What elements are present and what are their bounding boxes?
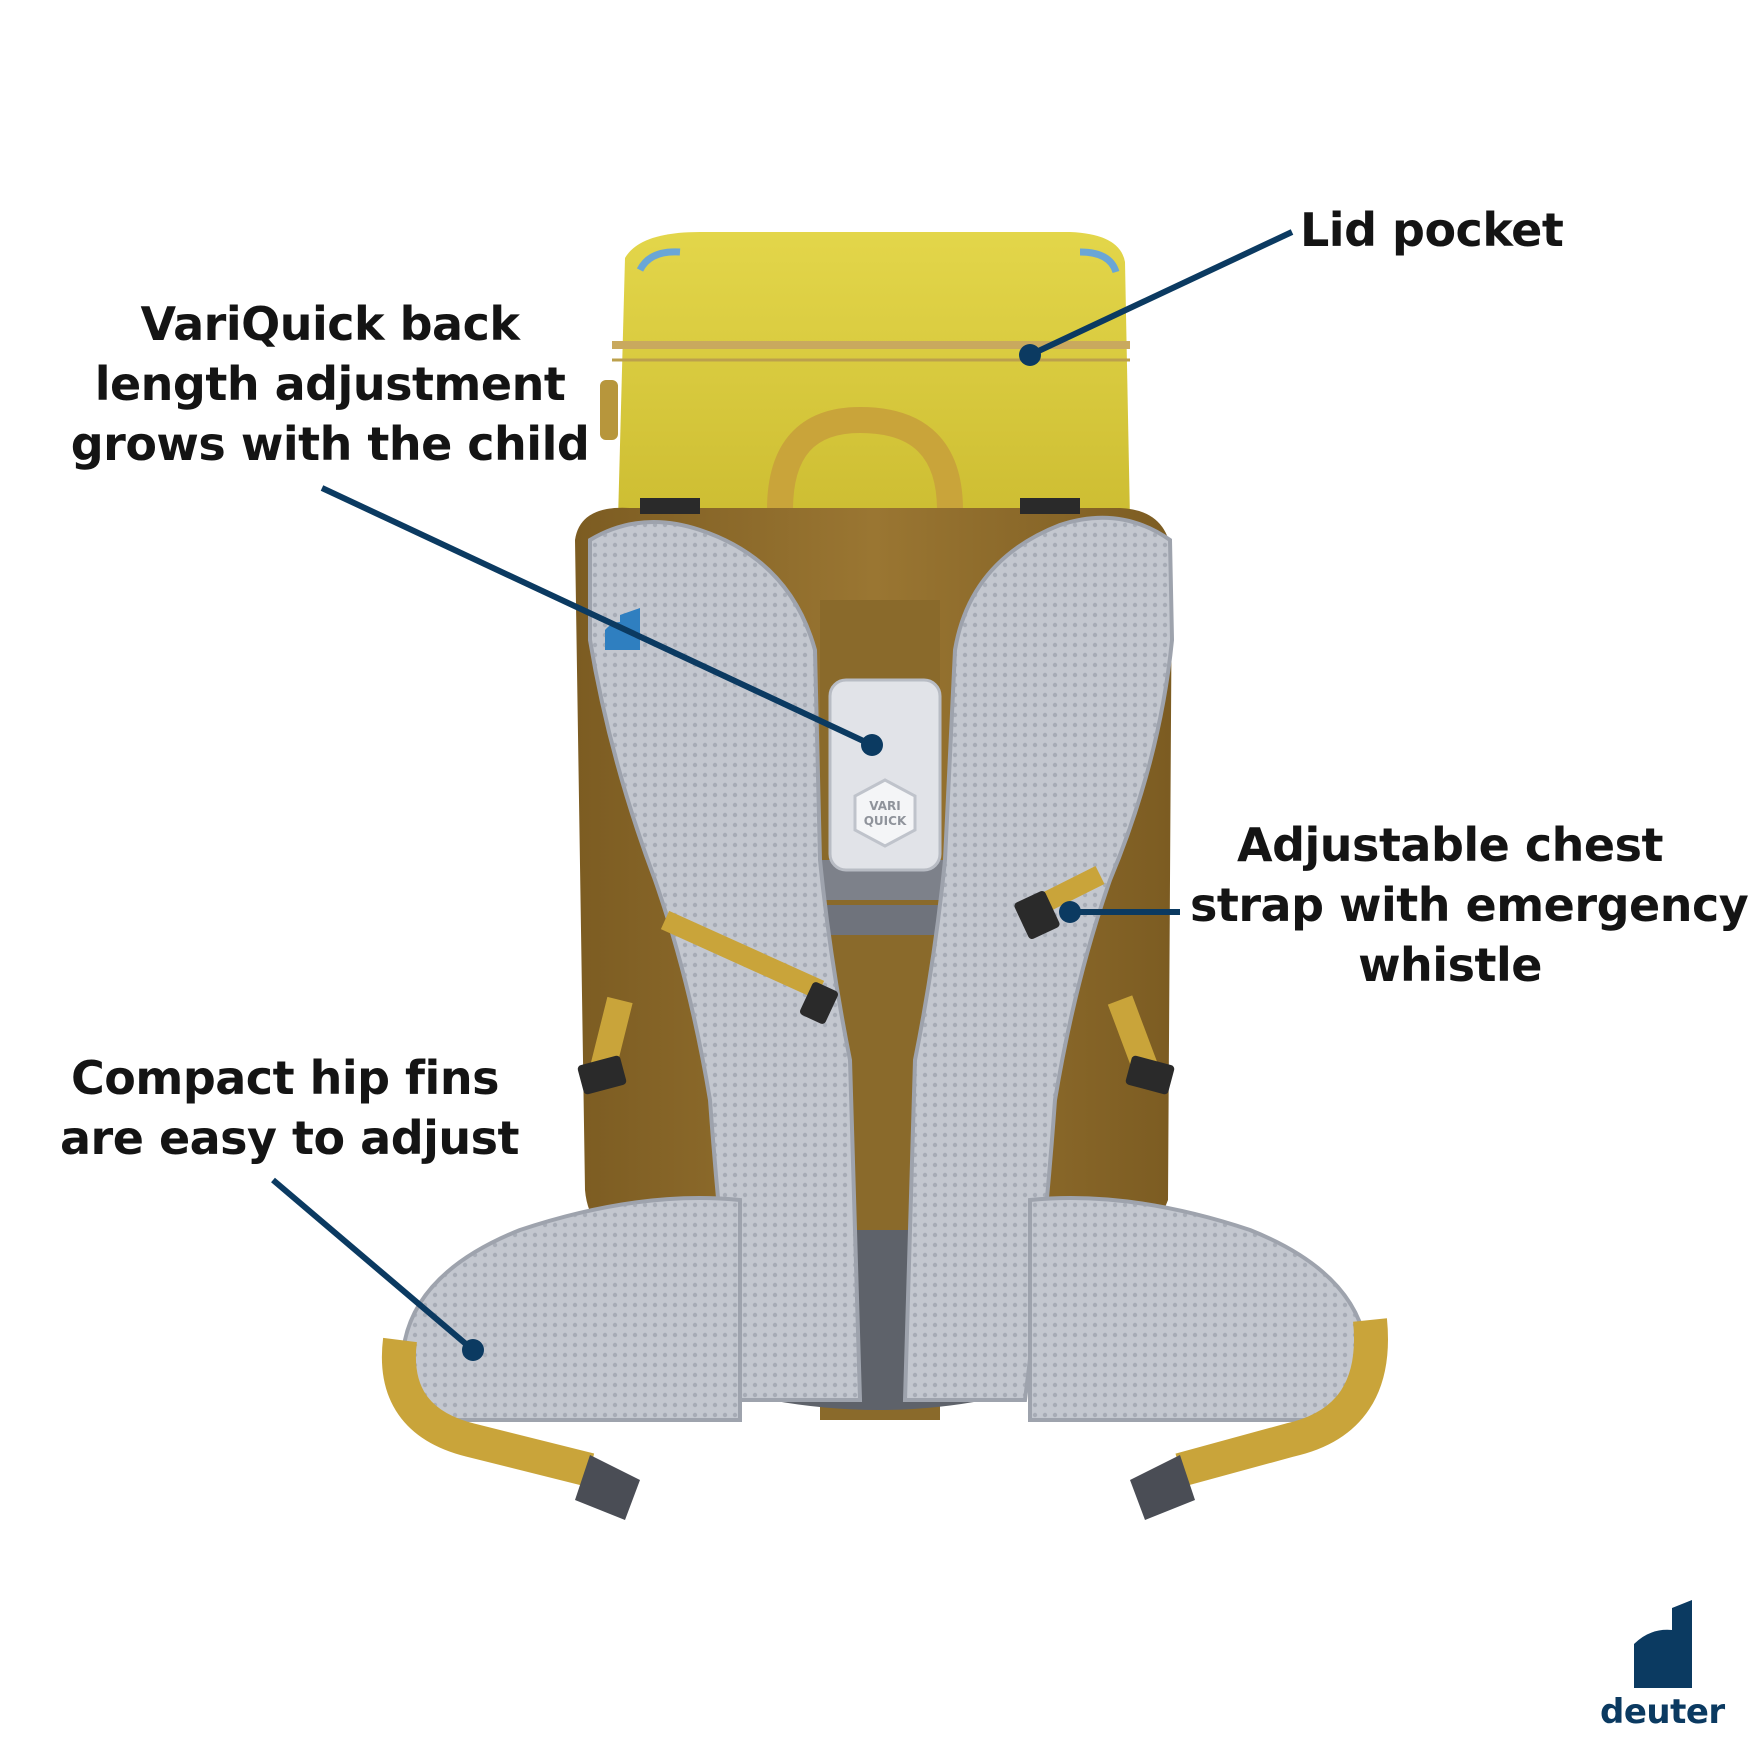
chest-strap-dot [1059,901,1081,923]
haul-handle [767,406,963,511]
lid-pocket-line-1: Lid pocket [1300,203,1564,257]
lid-pocket-callout: Lid pocket [1300,200,1600,260]
variquick-leader [320,485,874,748]
hip-belt [381,1318,1388,1520]
hip-fins-line-1: Compact hip fins [71,1051,499,1105]
chest-strap [660,866,1105,1024]
hip-fins-line-2: are easy to adjust [60,1111,520,1165]
variquick-line-3: grows with the child [70,417,590,471]
chest-strap-line-2: strap with emergency [1190,878,1749,932]
variquick-dot [861,734,883,756]
left-hip-fin [402,1196,742,1422]
variquick-slider: VARI QUICK [828,678,942,872]
deuter-logo-icon [1634,1600,1692,1688]
variquick-callout: VariQuick back length adjustment grows w… [60,294,600,474]
variquick-line-1: VariQuick back [140,297,520,351]
variquick-badge-line2: QUICK [864,814,907,828]
lid-pocket-dot [1019,344,1041,366]
brand-name: deuter [1600,1692,1725,1732]
load-lifter-straps [577,995,1175,1095]
chest-strap-callout: Adjustable chest strap with emergency wh… [1190,815,1749,995]
hip-fins-callout: Compact hip fins are easy to adjust [60,1048,520,1168]
lid-pocket [600,232,1130,520]
variquick-badge-line1: VARI [869,799,900,813]
hip-fins-leader [271,1177,475,1353]
hip-fins-dot [462,1339,484,1361]
variquick-line-2: length adjustment [94,357,566,411]
lid-pocket-leader [1028,229,1294,358]
chest-strap-line-3: whistle [1358,938,1542,992]
right-hip-fin [1028,1196,1368,1422]
chest-strap-line-1: Adjustable chest [1237,818,1663,872]
callout-leaders [271,229,1294,1361]
